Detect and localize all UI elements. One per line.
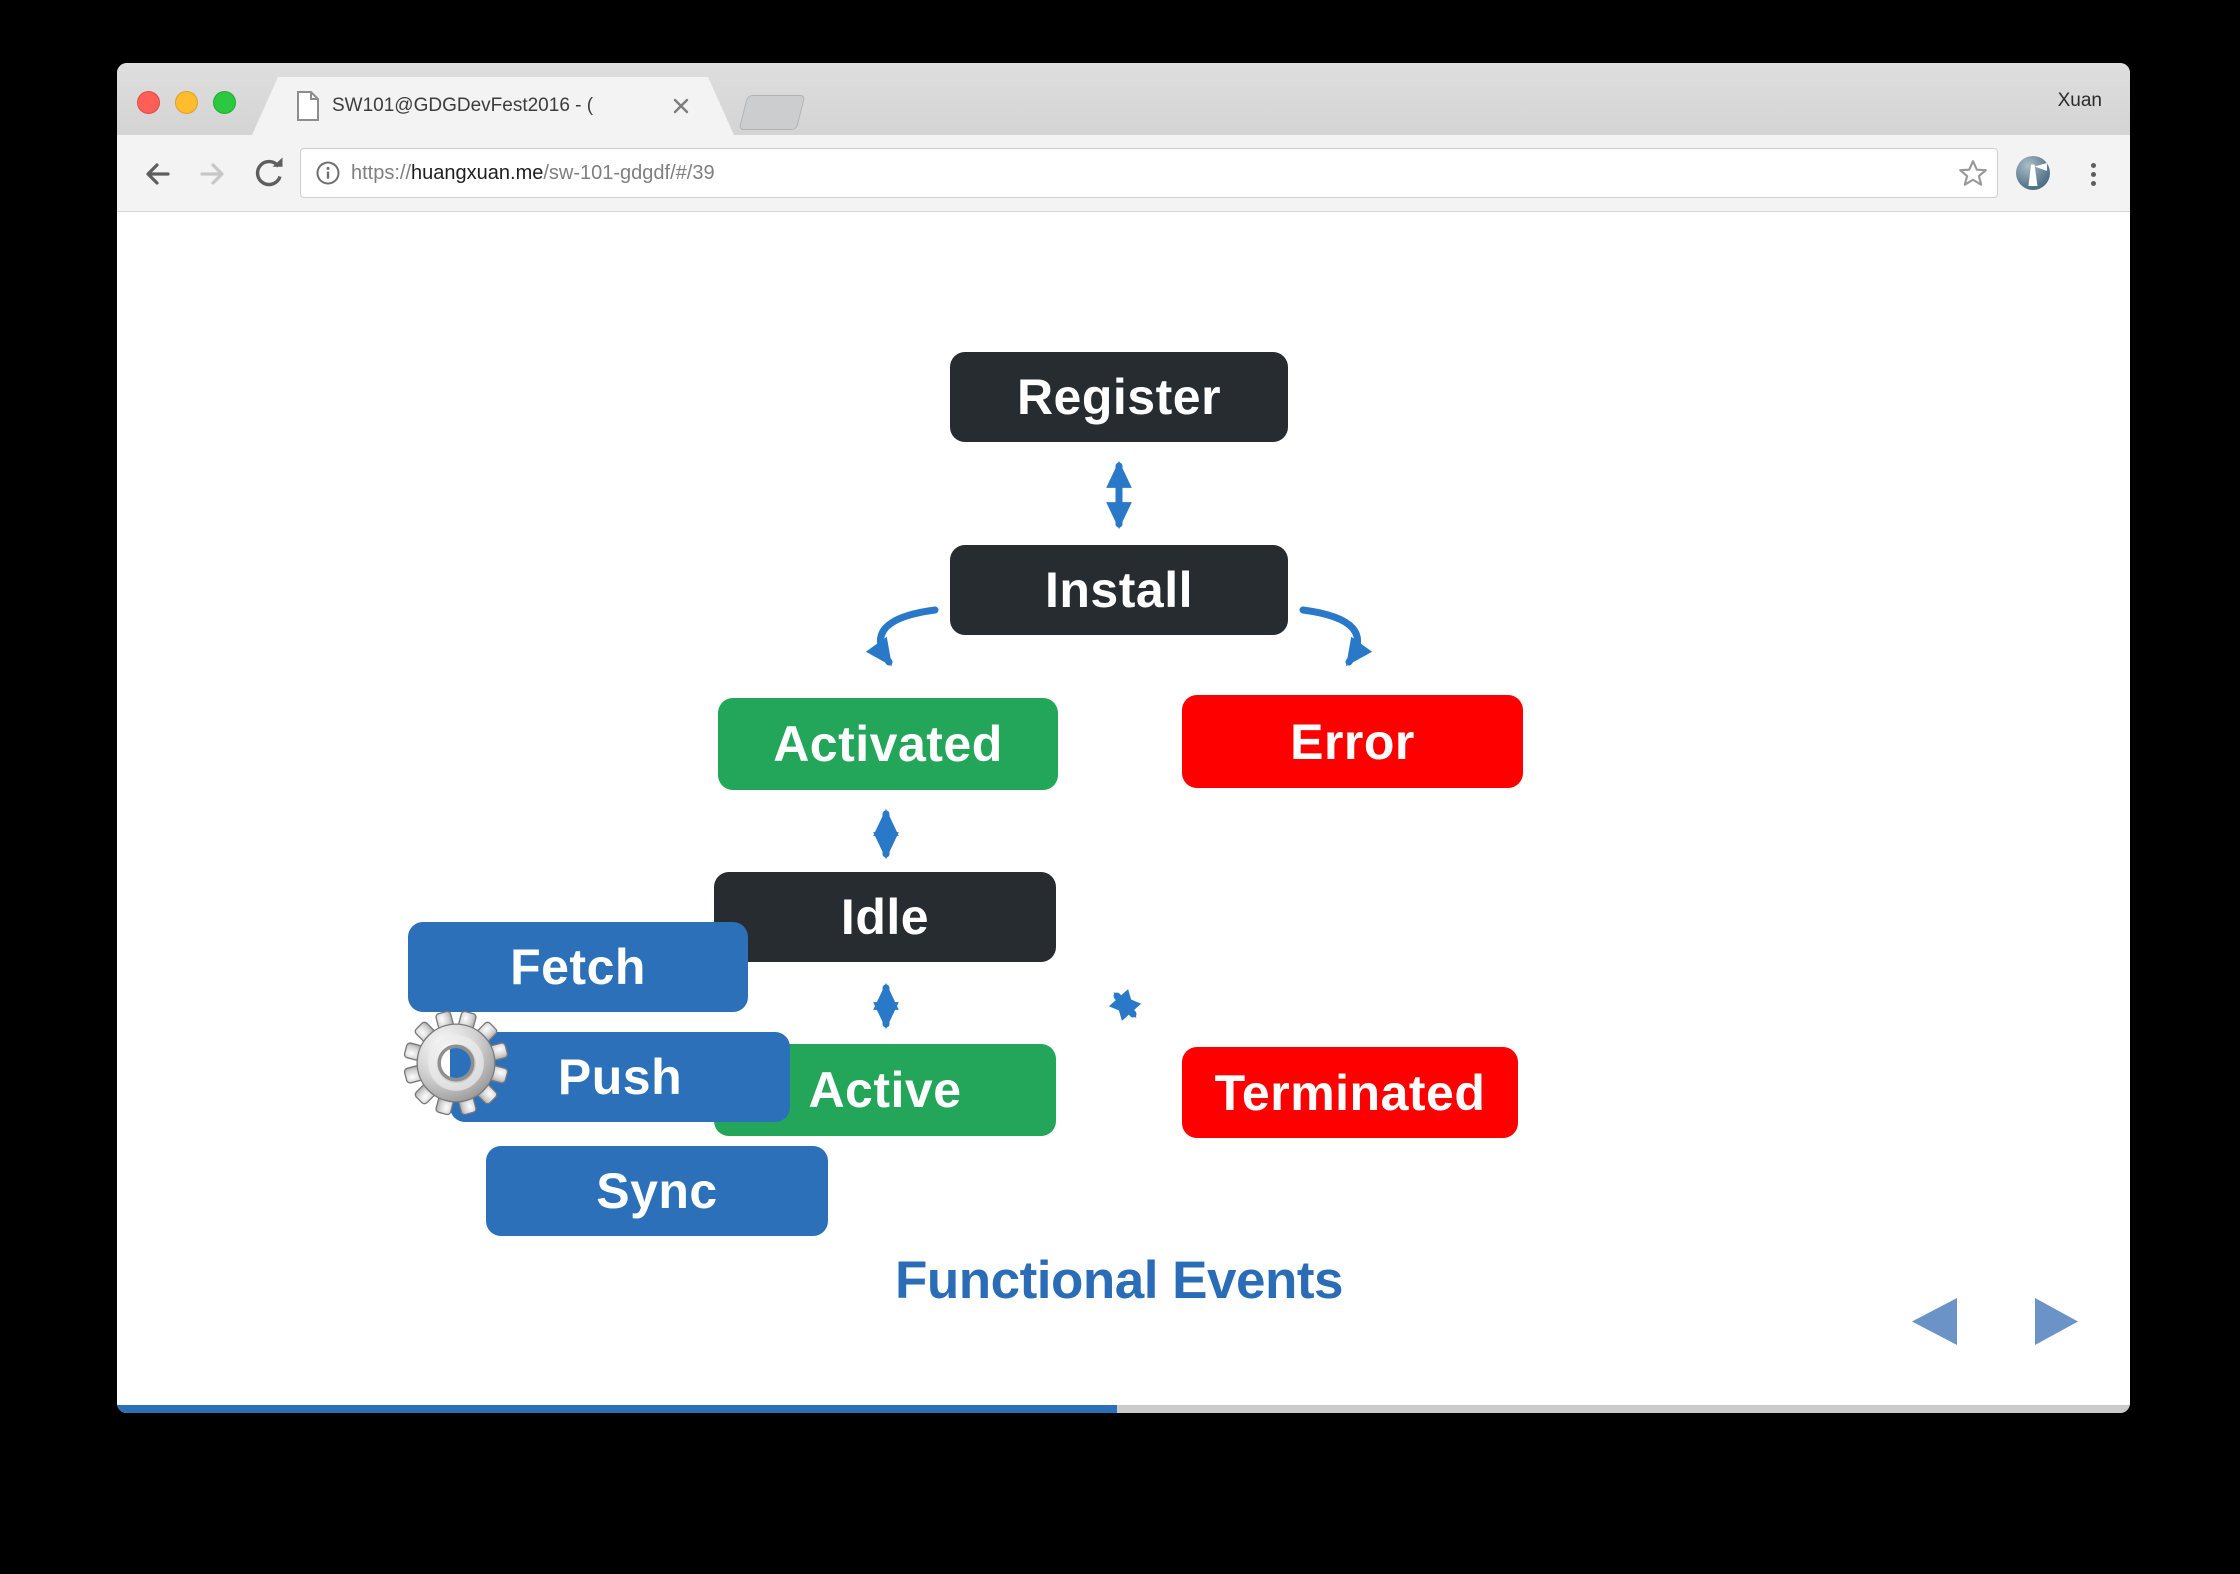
profile-avatar[interactable] (2016, 156, 2050, 190)
node-install: Install (950, 545, 1288, 635)
node-terminated: Terminated (1182, 1047, 1518, 1138)
node-push-label: Push (557, 1049, 683, 1105)
overflow-menu-button[interactable] (2086, 156, 2100, 192)
browser-toolbar: https://huangxuan.me/sw-101-gdgdf/#/39 (117, 135, 2130, 212)
node-activated: Activated (718, 698, 1058, 790)
node-error-label: Error (1290, 713, 1415, 770)
forward-button[interactable] (195, 156, 231, 192)
node-sync-label: Sync (596, 1163, 718, 1219)
url-bar[interactable]: https://huangxuan.me/sw-101-gdgdf/#/39 (300, 148, 1998, 198)
node-fetch-label: Fetch (510, 939, 646, 995)
node-active-label: Active (808, 1062, 962, 1118)
flow-arrows (865, 460, 1373, 1030)
profile-name: Xuan (2057, 90, 2102, 111)
node-sync: Sync (486, 1146, 828, 1236)
node-register-label: Register (1016, 369, 1222, 425)
slide-area: Register Install Activated Error Idle Fe… (117, 212, 2130, 1404)
slide-progress-track (117, 1405, 2130, 1413)
next-slide-button[interactable] (2035, 1298, 2080, 1345)
slide-caption: Functional Events (895, 1251, 1343, 1310)
arrow-install-activated (865, 606, 939, 667)
gear-icon (403, 1010, 509, 1116)
tab-close-icon[interactable] (668, 93, 694, 119)
url-scheme: https:// (351, 161, 412, 184)
node-fetch: Fetch (408, 922, 748, 1012)
arrow-install-error (1299, 606, 1373, 667)
node-terminated-label: Terminated (1214, 1064, 1486, 1121)
tab-strip: SW101@GDGDevFest2016 - ( Xuan (117, 63, 2130, 135)
node-idle: Idle (714, 872, 1056, 962)
close-window-button[interactable] (137, 91, 160, 114)
page-info-icon[interactable] (315, 160, 341, 186)
prev-slide-button[interactable] (1912, 1298, 1957, 1345)
node-activated-label: Activated (773, 716, 1003, 772)
arrow-idle-terminated (1108, 989, 1142, 1021)
minimize-window-button[interactable] (175, 91, 198, 114)
tab-title: SW101@GDGDevFest2016 - ( (332, 95, 594, 116)
reload-button[interactable] (250, 156, 286, 192)
back-button[interactable] (139, 156, 175, 192)
node-push: Push (450, 1032, 790, 1122)
bookmark-star-icon[interactable] (1957, 158, 1989, 190)
browser-tab[interactable]: SW101@GDGDevFest2016 - ( (252, 77, 734, 135)
node-idle-label: Idle (840, 889, 930, 945)
url-host: huangxuan.me (411, 161, 544, 184)
url-path: /sw-101-gdgdf/#/39 (543, 161, 715, 184)
zoom-window-button[interactable] (213, 91, 236, 114)
document-icon (296, 91, 320, 121)
node-install-label: Install (1045, 562, 1193, 618)
progress-fill (117, 1405, 1118, 1413)
node-register: Register (950, 352, 1288, 442)
node-error: Error (1182, 695, 1523, 788)
new-tab-button[interactable] (738, 95, 806, 130)
browser-window: SW101@GDGDevFest2016 - ( Xuan (117, 63, 2130, 1413)
